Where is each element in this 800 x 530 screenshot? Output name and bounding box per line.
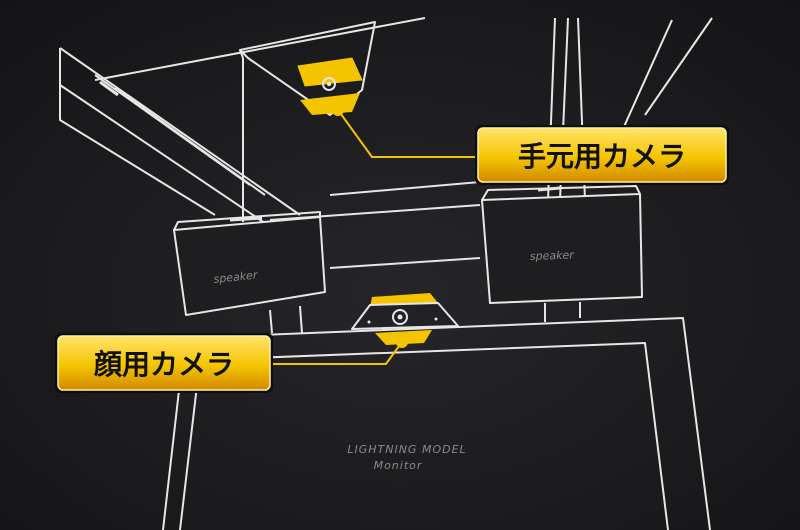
- speaker-left-label: speaker: [213, 268, 259, 286]
- face-camera: [351, 293, 459, 348]
- svg-text:手元用カメラ: 手元用カメラ: [518, 140, 686, 173]
- monitor-type-text: Monitor: [374, 459, 423, 472]
- speaker-right: [481, 185, 643, 322]
- monitor-model-text: LIGHTNING MODEL: [347, 443, 466, 456]
- svg-text:顔用カメラ: 顔用カメラ: [94, 348, 234, 381]
- speaker-left: [173, 211, 326, 334]
- speaker-right-label: speaker: [530, 248, 576, 263]
- hand-camera: [297, 57, 363, 116]
- camera-icon: [322, 77, 336, 91]
- hand-camera-label: 手元用カメラ: [475, 125, 729, 185]
- face-camera-label: 顔用カメラ: [55, 333, 273, 393]
- face-camera-callout-line: [270, 341, 403, 365]
- hand-camera-callout-line: [337, 109, 478, 158]
